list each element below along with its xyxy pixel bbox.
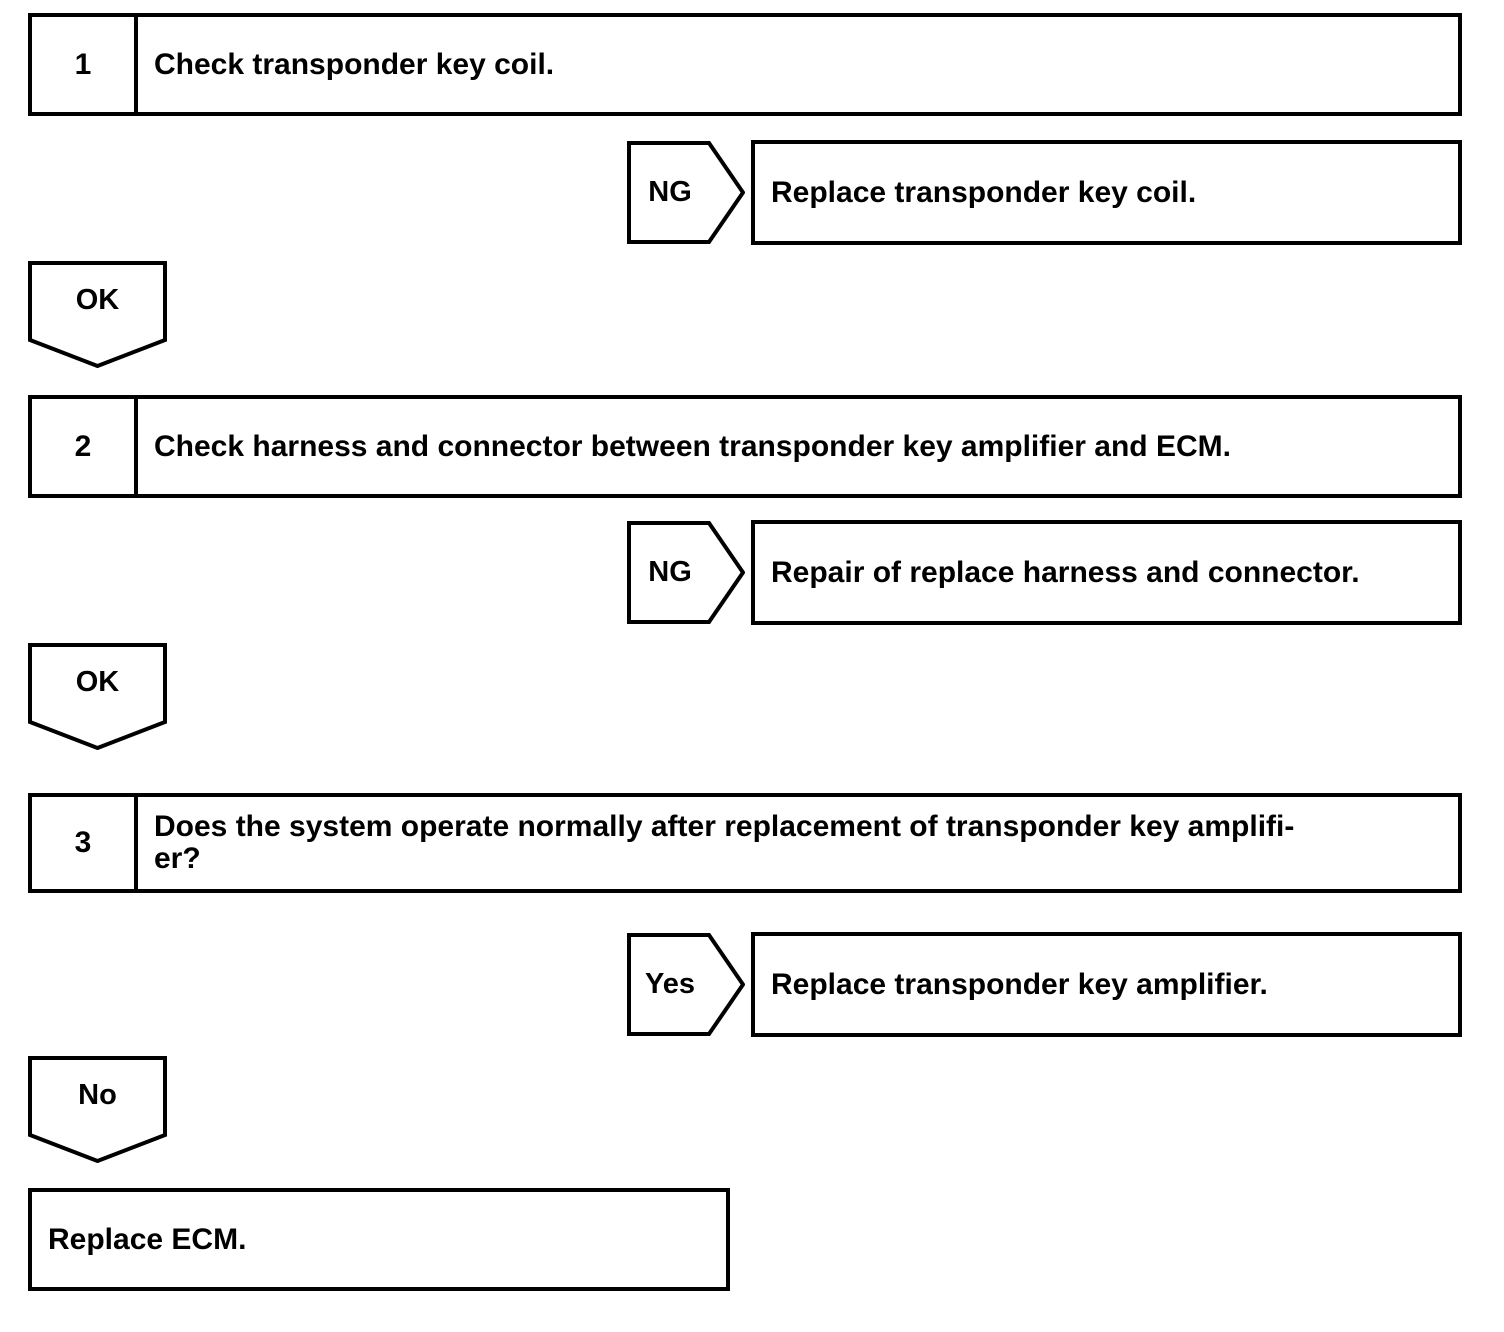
connector-label-no: No <box>78 1078 117 1111</box>
step-text-1: Check transponder key coil. <box>154 47 555 81</box>
step-number-3: 3 <box>32 797 138 889</box>
final-result-box: Replace ECM. <box>28 1188 730 1291</box>
step-text-2: Check harness and connector between tran… <box>154 429 1231 463</box>
step-number-1: 1 <box>32 17 138 112</box>
connector-label-ok-1: OK <box>75 283 120 316</box>
connector-no: No <box>28 1056 167 1163</box>
step-number-2: 2 <box>32 399 138 494</box>
step-text-3: Does the system operate normally after r… <box>138 797 1458 889</box>
chevron-right-icon <box>627 521 745 624</box>
branch-label-ng-1: NG <box>648 176 692 208</box>
step-box-3: 3 Does the system operate normally after… <box>28 793 1462 893</box>
result-box-ng-2: Repair of replace harness and connector. <box>751 520 1462 625</box>
result-box-yes: Replace transponder key amplifier. <box>751 932 1462 1037</box>
connector-ok-1: OK <box>28 261 167 368</box>
chevron-right-icon <box>627 933 745 1036</box>
branch-chevron-ng-1: NG <box>627 141 745 244</box>
step-box-2: 2 Check harness and connector between tr… <box>28 395 1462 498</box>
pentagon-down-icon <box>28 1056 167 1163</box>
branch-label-ng-2: NG <box>648 556 692 588</box>
step-text-3-line-2: er? <box>154 842 201 875</box>
step-box-1: 1 Check transponder key coil. <box>28 13 1462 116</box>
chevron-right-icon <box>627 141 745 244</box>
connector-label-ok-2: OK <box>75 665 120 698</box>
branch-chevron-yes: Yes <box>627 933 745 1036</box>
step-text-3-line-1: Does the system operate normally after r… <box>154 810 1295 844</box>
pentagon-down-icon <box>28 643 167 750</box>
connector-ok-2: OK <box>28 643 167 750</box>
result-box-ng-1: Replace transponder key coil. <box>751 140 1462 245</box>
pentagon-down-icon <box>28 261 167 368</box>
branch-chevron-ng-2: NG <box>627 521 745 624</box>
branch-label-yes: Yes <box>645 968 695 1000</box>
